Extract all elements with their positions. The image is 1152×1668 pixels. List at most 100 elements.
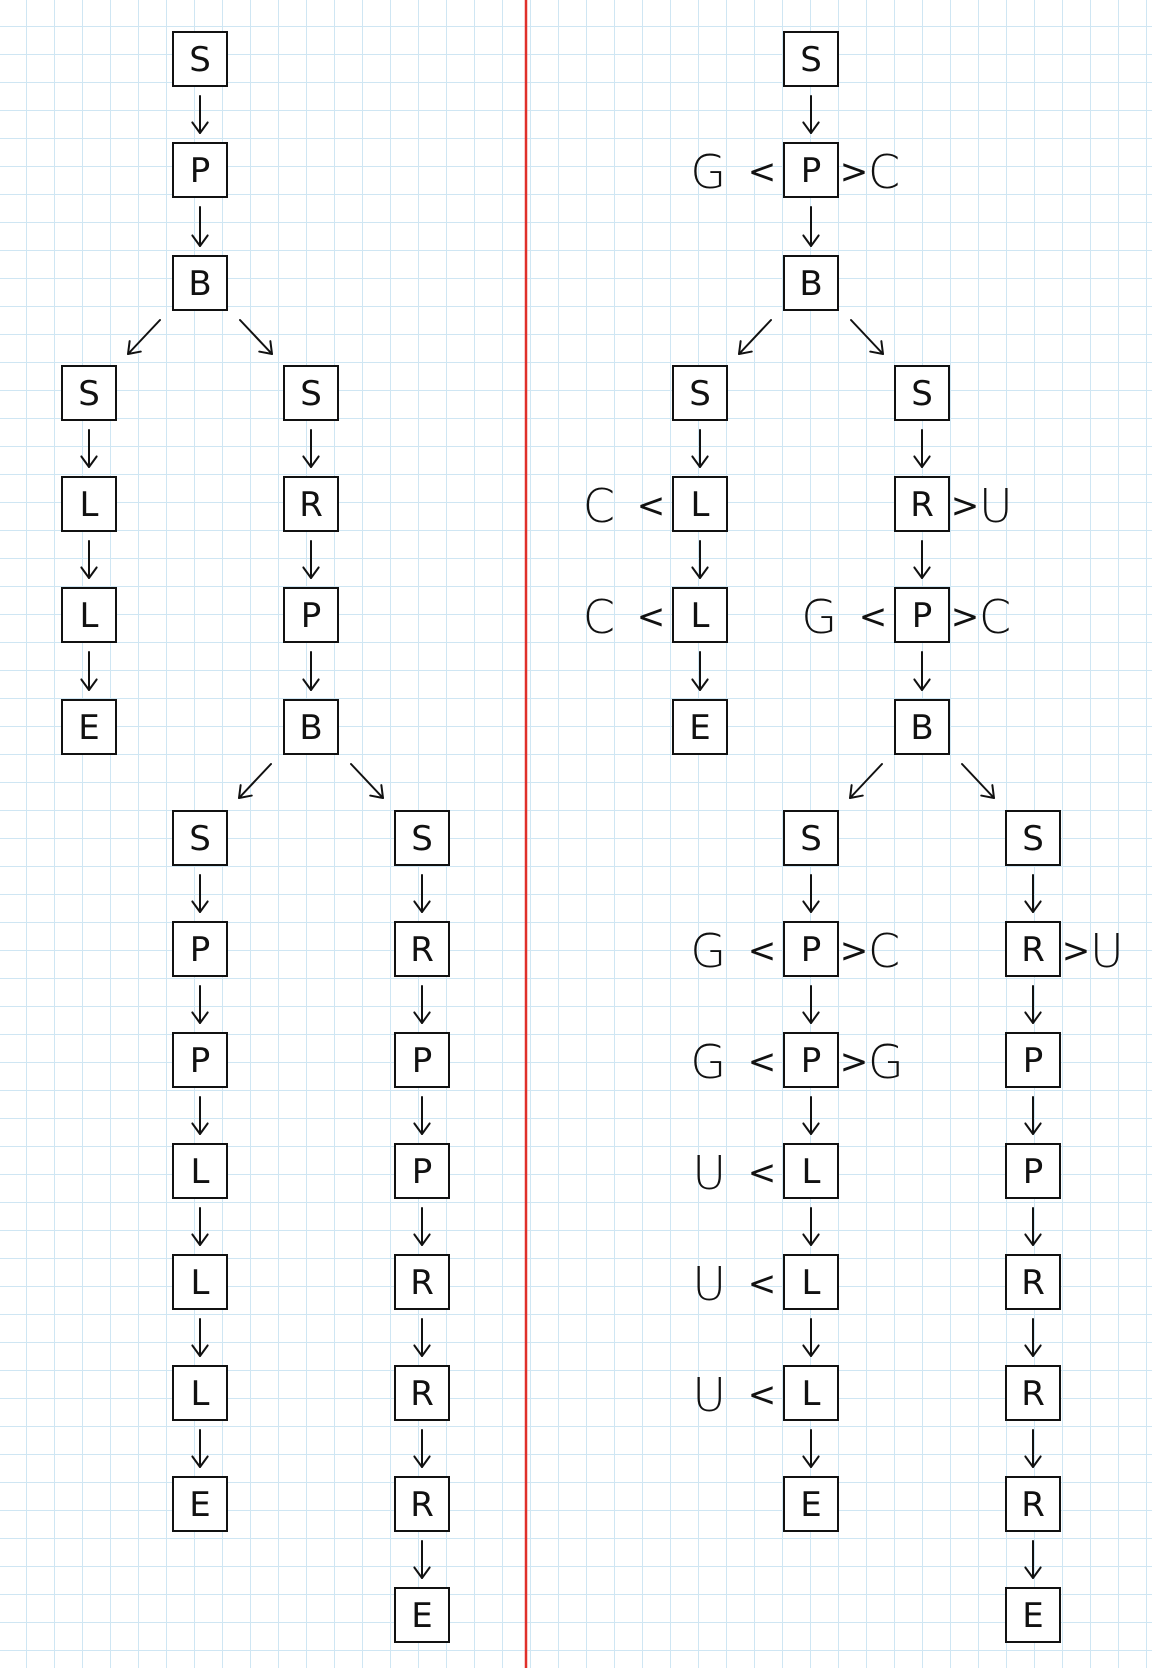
- right-node-label: E: [1022, 1596, 1043, 1636]
- left-arrow-icon: [302, 651, 320, 691]
- right-less-than-symbol: <: [748, 152, 777, 192]
- right-arrow-icon: [802, 1207, 820, 1246]
- right-annotation-right: C: [979, 590, 1011, 644]
- left-arrow-icon: [413, 1540, 431, 1579]
- left-node-branch: B: [283, 699, 339, 755]
- right-arrow-icon: [1024, 1429, 1042, 1468]
- right-node-label: P: [1023, 1152, 1044, 1192]
- left-node-label: E: [189, 1485, 210, 1525]
- left-arrow-icon: [238, 763, 272, 799]
- left-arrow-icon: [80, 651, 98, 691]
- right-node-p: P: [1005, 1143, 1061, 1199]
- right-node-label: S: [689, 374, 711, 414]
- right-node-l: L: [783, 1365, 839, 1421]
- right-node-branch: B: [783, 255, 839, 311]
- left-node-label: L: [191, 1263, 210, 1303]
- right-node-label: L: [802, 1263, 821, 1303]
- right-greater-than-symbol: >: [840, 931, 869, 971]
- left-node-label: S: [300, 374, 322, 414]
- left-node-l: L: [172, 1143, 228, 1199]
- left-arrow-icon: [239, 319, 273, 355]
- right-node-label: R: [1021, 930, 1045, 970]
- left-arrow-icon: [191, 874, 209, 913]
- left-node-label: R: [410, 930, 434, 970]
- left-arrow-icon: [413, 985, 431, 1024]
- right-greater-than-symbol: >: [951, 597, 980, 637]
- right-annotation-left: C: [583, 479, 615, 533]
- right-node-p: P: [783, 142, 839, 198]
- right-node-end: E: [783, 1476, 839, 1532]
- left-arrow-icon: [302, 429, 320, 468]
- right-greater-than-symbol: >: [951, 486, 980, 526]
- right-annotation-left: U: [692, 1257, 726, 1311]
- right-arrow-icon: [1024, 1540, 1042, 1579]
- right-arrow-icon: [850, 319, 884, 355]
- left-node-label: L: [80, 485, 99, 525]
- left-arrow-icon: [413, 1318, 431, 1357]
- left-node-label: P: [301, 596, 322, 636]
- left-node-start: S: [283, 365, 339, 421]
- right-node-r: R: [894, 476, 950, 532]
- left-node-label: L: [191, 1152, 210, 1192]
- left-arrow-icon: [413, 1429, 431, 1468]
- right-node-label: L: [691, 485, 710, 525]
- right-arrow-icon: [691, 540, 709, 579]
- left-node-branch: B: [172, 255, 228, 311]
- left-node-label: S: [189, 819, 211, 859]
- right-node-l: L: [783, 1254, 839, 1310]
- right-node-l: L: [783, 1143, 839, 1199]
- left-arrow-icon: [191, 95, 209, 134]
- right-node-label: S: [1022, 819, 1044, 859]
- right-node-p: P: [783, 921, 839, 977]
- left-node-start: S: [394, 810, 450, 866]
- left-arrow-icon: [191, 1207, 209, 1246]
- left-arrow-icon: [413, 874, 431, 913]
- left-node-end: E: [61, 699, 117, 755]
- left-node-l: L: [61, 587, 117, 643]
- left-node-label: S: [189, 40, 211, 80]
- left-node-r: R: [394, 1254, 450, 1310]
- left-node-r: R: [283, 476, 339, 532]
- left-node-label: P: [190, 930, 211, 970]
- right-node-label: L: [691, 596, 710, 636]
- right-arrow-icon: [913, 429, 931, 468]
- left-arrow-icon: [191, 1318, 209, 1357]
- right-node-label: B: [799, 264, 822, 304]
- left-node-label: L: [191, 1374, 210, 1414]
- right-annotation-left: U: [692, 1146, 726, 1200]
- right-node-start: S: [783, 31, 839, 87]
- left-arrow-icon: [191, 206, 209, 247]
- right-less-than-symbol: <: [859, 597, 888, 637]
- left-node-l: L: [61, 476, 117, 532]
- right-node-r: R: [1005, 1254, 1061, 1310]
- left-node-start: S: [172, 31, 228, 87]
- right-node-end: E: [672, 699, 728, 755]
- left-node-label: E: [78, 708, 99, 748]
- right-less-than-symbol: <: [748, 1375, 777, 1415]
- right-node-label: P: [801, 1041, 822, 1081]
- right-node-label: R: [910, 485, 934, 525]
- right-arrow-icon: [1024, 985, 1042, 1024]
- left-node-p: P: [394, 1032, 450, 1088]
- left-node-label: B: [299, 708, 322, 748]
- right-node-label: R: [1021, 1263, 1045, 1303]
- right-node-label: E: [800, 1485, 821, 1525]
- right-less-than-symbol: <: [637, 597, 666, 637]
- right-less-than-symbol: <: [637, 486, 666, 526]
- right-node-start: S: [1005, 810, 1061, 866]
- right-annotation-left: G: [690, 145, 726, 199]
- right-node-label: S: [800, 819, 822, 859]
- right-node-p: P: [894, 587, 950, 643]
- left-arrow-icon: [413, 1207, 431, 1246]
- right-node-start: S: [672, 365, 728, 421]
- left-node-label: S: [78, 374, 100, 414]
- left-arrow-icon: [191, 1096, 209, 1135]
- right-arrow-icon: [738, 319, 772, 355]
- right-node-l: L: [672, 476, 728, 532]
- right-annotation-right: G: [868, 1035, 904, 1089]
- left-node-label: P: [190, 1041, 211, 1081]
- left-node-end: E: [394, 1587, 450, 1643]
- edges-layer: [80, 95, 1042, 1579]
- left-node-p: P: [172, 142, 228, 198]
- right-node-l: L: [672, 587, 728, 643]
